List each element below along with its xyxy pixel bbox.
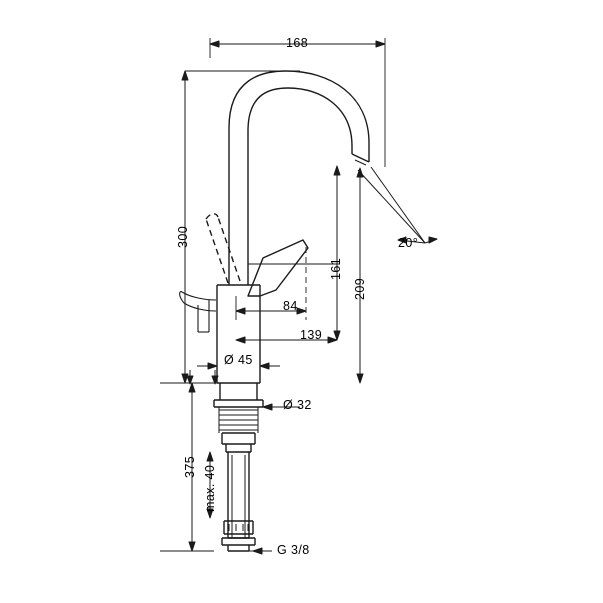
- dim-84: 84: [283, 299, 298, 313]
- dim-max-40: max. 40: [203, 464, 217, 512]
- faucet-lever-raised-dashed: [205, 213, 241, 284]
- faucet-lever-handle: [247, 239, 309, 297]
- dimension-lines: [181, 40, 438, 555]
- dim-diameter-45: Ø 45: [224, 353, 253, 367]
- faucet-shank: [213, 383, 264, 552]
- faucet-cylinder-body: [216, 284, 261, 384]
- faucet-lever-left-position: [179, 291, 217, 333]
- faucet-body-outline: [228, 70, 370, 285]
- dim-diameter-32: Ø 32: [283, 398, 312, 412]
- dim-209: 209: [353, 277, 367, 300]
- dim-139: 139: [300, 328, 323, 342]
- dim-angle-20: 20°: [398, 236, 419, 250]
- dim-161: 161: [329, 257, 343, 280]
- dim-300: 300: [176, 225, 190, 248]
- dim-375: 375: [183, 455, 197, 478]
- dim-168: 168: [286, 36, 309, 50]
- dim-thread-g38: G 3/8: [277, 543, 310, 557]
